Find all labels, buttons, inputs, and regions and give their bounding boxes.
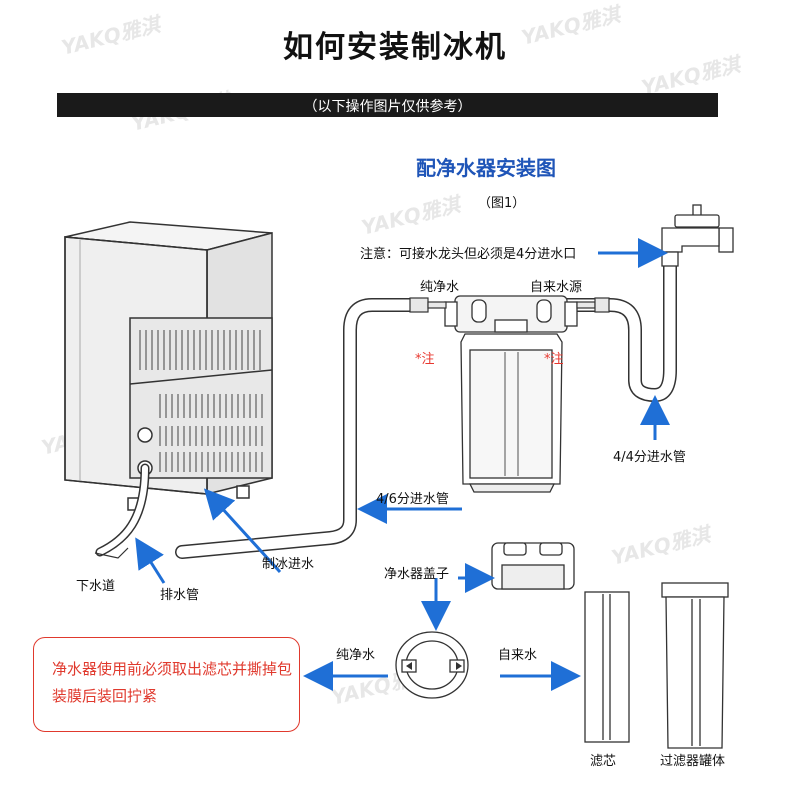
banner-text: （以下操作图片仅供参考） — [303, 99, 472, 115]
water-filter — [444, 295, 578, 493]
filter-housing — [661, 582, 729, 749]
filter-core — [584, 591, 630, 743]
warning-text: 净水器使用前必须取出滤芯并撕掉包装膜后装回拧紧 — [52, 660, 293, 705]
pure-water-bottom-label: 纯净水 — [336, 648, 376, 663]
pipe-44-label: 4/4分进水管 — [613, 450, 686, 465]
page-title: 如何安装制冰机 — [283, 30, 507, 65]
pure-water-top-label: 纯净水 — [420, 280, 460, 295]
filter-housing-label: 过滤器罐体 — [660, 754, 726, 769]
tap-water-top-label: 自来水源 — [530, 280, 583, 295]
faucet — [661, 204, 734, 267]
drain-label: 下水道 — [76, 579, 116, 594]
banner-bar: （以下操作图片仅供参考） — [57, 93, 718, 117]
figure-label: （图1） — [478, 196, 526, 211]
drain-pipe-label: 排水管 — [160, 588, 200, 603]
asterisk-note-right: *注 — [544, 352, 564, 367]
filter-core-label: 滤芯 — [590, 754, 617, 769]
diagram-title: 配净水器安装图 — [416, 156, 556, 180]
filter-cap-label: 净水器盖子 — [384, 567, 450, 582]
asterisk-note-left: *注 — [415, 352, 435, 367]
ice-inlet-label: 制冰进水 — [262, 557, 315, 572]
ice-machine — [64, 221, 273, 511]
tap-water-bottom-label: 自来水 — [498, 648, 538, 663]
warning-box: 净水器使用前必须取出滤芯并撕掉包装膜后装回拧紧 — [33, 637, 300, 732]
pipe-46-label: 4/6分进水管 — [376, 492, 449, 507]
filter-cap — [395, 542, 575, 699]
note-label: 注意：可接水龙头但必须是4分进水口 — [360, 247, 577, 262]
